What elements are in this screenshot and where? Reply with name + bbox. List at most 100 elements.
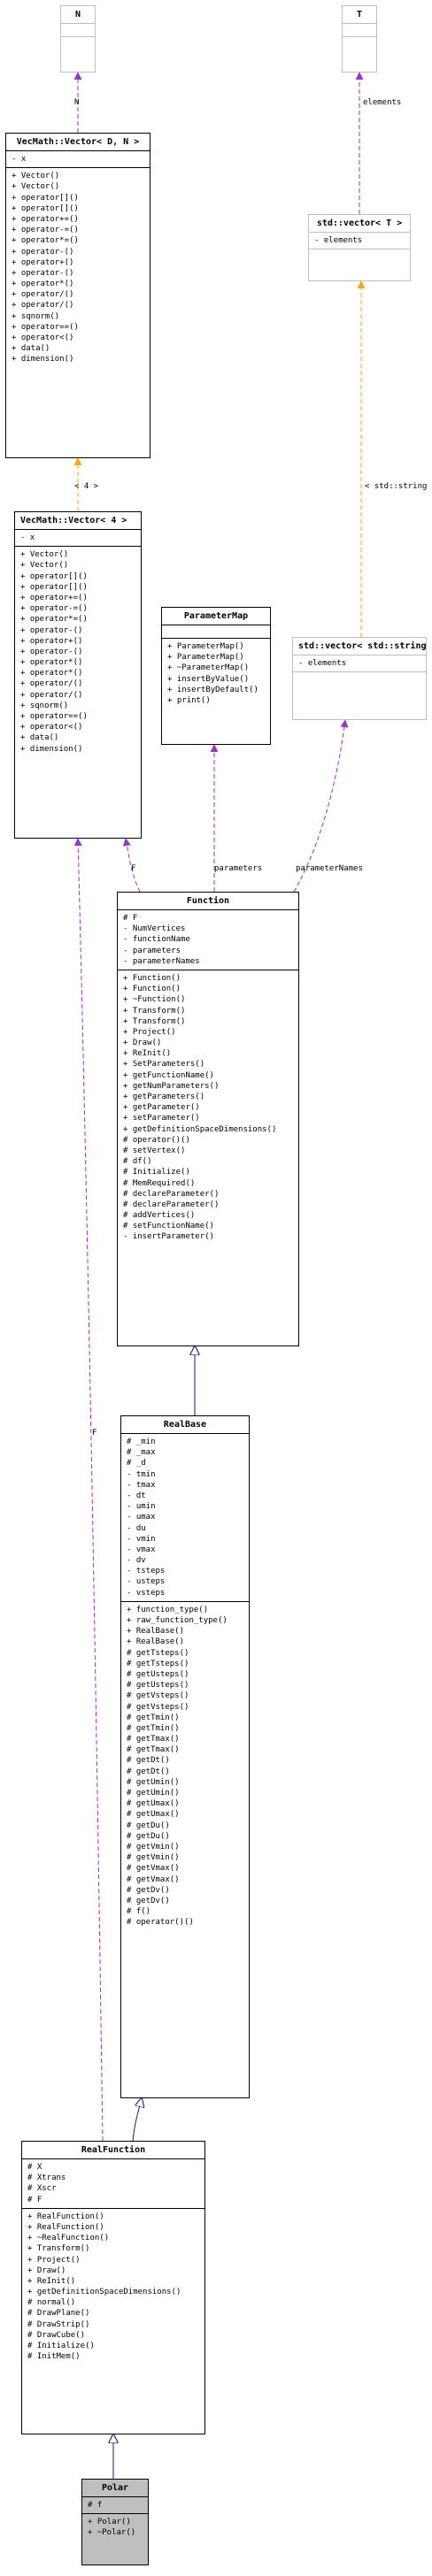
class-vecmath-vector-4[interactable]: VecMath::Vector< 4 > - x + Vector() + Ve… (14, 511, 142, 839)
method-row: + RealFunction() (27, 2212, 104, 2221)
class-stdvecT-attributes: - elements (309, 232, 410, 249)
method-row: # InitMem() (27, 2352, 81, 2362)
method-row: + print() (167, 695, 211, 705)
attribute-row: - vmin (127, 1534, 156, 1544)
attribute-row: # _d (127, 1459, 146, 1468)
method-row: + setParameter() (123, 1114, 200, 1123)
method-row: + operator-=() (12, 226, 79, 235)
method-row: # getTmin() (127, 1713, 180, 1722)
class-polar-attributes: # f (82, 2496, 148, 2513)
method-row: + getParameters() (123, 1092, 205, 1101)
class-realbase[interactable]: RealBase # _min # _max # _d - tmin - tma… (120, 1415, 250, 2098)
method-row: + Project() (27, 2255, 81, 2265)
method-row: # getUmax() (127, 1810, 180, 1820)
class-function[interactable]: Function # F - NumVertices - functionNam… (117, 892, 299, 1346)
method-row: + ParameterMap() (167, 653, 244, 663)
method-row: # getTmin() (127, 1723, 180, 1733)
method-row: # declareParameter() (123, 1200, 220, 1209)
method-row: + operator-() (12, 268, 74, 278)
method-row: # MemRequired() (123, 1178, 196, 1188)
class-parametermap-methods: + ParameterMap() + ParameterMap() + ~Par… (162, 638, 270, 709)
class-n[interactable]: N (60, 5, 96, 73)
edge-label-stdstring-template: < std::string > (365, 482, 432, 491)
method-row: + Vector() (20, 561, 69, 571)
class-vec4-methods: + Vector() + Vector() + operator[]() + o… (15, 546, 141, 757)
class-std-vector-t[interactable]: std::vector< T > - elements (308, 214, 411, 281)
class-realfunction-attributes: # X # Xtrans # Xscr # F (22, 2158, 204, 2208)
attribute-row: - umin (127, 1502, 156, 1512)
edge-label-n: N (74, 98, 79, 107)
method-row: + Transform() (123, 1006, 186, 1016)
method-row: # getVmin() (127, 1842, 180, 1852)
method-row: + Transform() (27, 2244, 90, 2254)
method-row: # DrawCube() (27, 2330, 86, 2340)
method-row: + operator[]() (12, 203, 79, 213)
method-row: + operator[]() (20, 582, 88, 592)
class-n-attr-section (61, 23, 95, 36)
attribute-row: # F (27, 2195, 42, 2204)
class-t-attr-section (343, 23, 376, 36)
method-row: + RealFunction() (27, 2222, 104, 2232)
method-row: + raw_function_type() (127, 1616, 228, 1625)
attribute-row: - dv (127, 1556, 146, 1566)
method-row: # getDv() (127, 1896, 170, 1905)
class-t[interactable]: T (342, 5, 377, 73)
method-row: - insertParameter() (123, 1232, 214, 1242)
method-row: + getParameter() (123, 1103, 200, 1113)
method-row: # getTsteps() (127, 1648, 189, 1658)
method-row: + operator/() (12, 290, 74, 300)
class-realfunction[interactable]: RealFunction # X # Xtrans # Xscr # F + R… (21, 2141, 205, 2434)
attribute-row: - x (20, 533, 35, 542)
attribute-row: # _min (127, 1438, 156, 1446)
edge-label-elements-t: elements (363, 98, 401, 107)
method-row: + dimension() (12, 355, 74, 364)
class-polar-title: Polar (101, 2483, 129, 2493)
method-row: + operator<() (12, 334, 74, 342)
method-row: + operator+=() (20, 593, 88, 602)
method-row: # addVertices() (123, 1211, 196, 1221)
attribute-row: # _max (127, 1448, 156, 1458)
inherit-realfunction-realbase (132, 2098, 142, 2142)
method-row: + dimension() (20, 744, 83, 754)
class-t-method-section (343, 36, 376, 50)
class-std-vector-string[interactable]: std::vector< std::string > - elements (292, 637, 427, 720)
edge-function-vec4 (122, 838, 141, 893)
method-row: + Draw() (27, 2266, 66, 2275)
method-row: + ReInit() (123, 1049, 172, 1059)
class-stdvecStr-method-section (293, 671, 426, 685)
method-row: + operator/() (20, 690, 83, 700)
class-parametermap[interactable]: ParameterMap + ParameterMap() + Paramete… (161, 607, 271, 745)
method-row: # normal() (27, 2298, 76, 2308)
method-row: + getFunctionName() (123, 1070, 214, 1080)
method-row: # getDv() (127, 1885, 170, 1895)
method-row: # setVertex() (123, 1146, 186, 1155)
attribute-row: - usteps (127, 1577, 166, 1587)
attribute-row: - tmin (127, 1469, 156, 1479)
class-realfunction-title: RealFunction (81, 2145, 146, 2155)
attribute-row: - NumVertices (123, 924, 186, 934)
method-row: + RealBase() (127, 1627, 185, 1637)
method-row: # Initialize() (123, 1168, 190, 1177)
method-row: # operator()() (127, 1918, 194, 1928)
class-polar[interactable]: Polar # f + Polar() + ~Polar() (81, 2479, 149, 2565)
class-vecmath-vector-d-n[interactable]: VecMath::Vector< D, N > - x + Vector() +… (5, 133, 150, 458)
method-row: # getUsteps() (127, 1681, 189, 1690)
attribute-row: # Xtrans (27, 2174, 66, 2183)
attribute-row: - functionName (123, 935, 190, 945)
attribute-row: - elements (298, 659, 347, 668)
method-row: # df() (123, 1157, 152, 1167)
method-row: + insertByDefault() (167, 685, 258, 694)
method-row: # getUmin() (127, 1777, 180, 1787)
method-row: + SetParameters() (123, 1060, 205, 1070)
edge-label-realfunction-f: F (92, 1429, 96, 1438)
method-row: + operator*() (20, 669, 83, 678)
class-realfunction-methods: + RealFunction() + RealFunction() + ~Rea… (22, 2207, 204, 2365)
method-row: + operator*=() (12, 236, 79, 246)
method-row: + Function() (123, 973, 181, 983)
method-row: + RealBase() (127, 1637, 185, 1647)
method-row: # getDt() (127, 1756, 170, 1766)
method-row: # DrawPlane() (27, 2309, 90, 2319)
class-realbase-methods: + function_type() + raw_function_type() … (121, 1600, 249, 1931)
class-vec4-attributes: - x (15, 529, 141, 546)
